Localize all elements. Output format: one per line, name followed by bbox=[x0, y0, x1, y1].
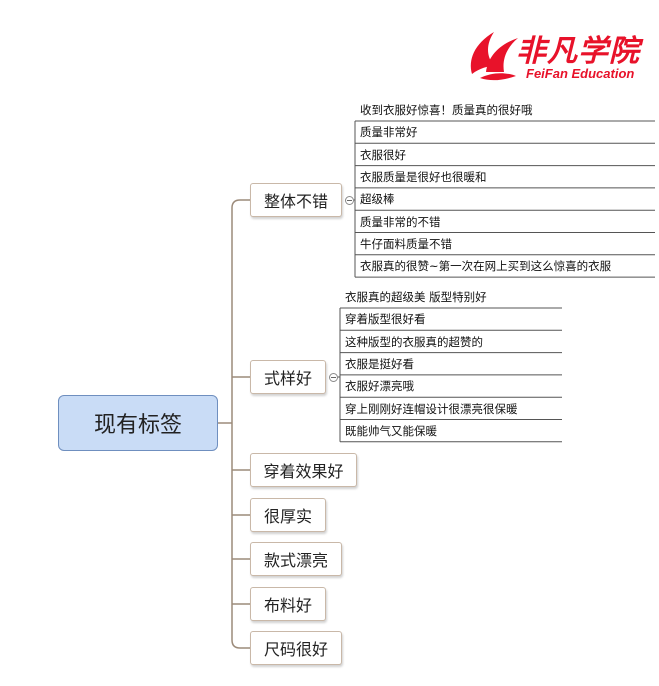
branch-topic-label: 尺码很好 bbox=[263, 640, 328, 659]
leaf-topic[interactable]: 衣服好漂亮哦 bbox=[345, 379, 414, 394]
leaf-topic[interactable]: 衣服质量是很好也很暖和 bbox=[360, 169, 487, 184]
branch-topic[interactable]: 布料好 bbox=[250, 587, 326, 621]
leaf-topic[interactable]: 穿着版型很好看 bbox=[345, 312, 426, 327]
branch-topic[interactable]: 穿着效果好 bbox=[250, 453, 357, 487]
logo-name-en: FeiFan Education bbox=[526, 66, 635, 81]
leaf-topic[interactable]: 超级棒 bbox=[360, 192, 395, 207]
branch-topic-label: 很厚实 bbox=[263, 507, 312, 526]
branch-topic[interactable]: 尺码很好 bbox=[250, 631, 342, 665]
leaf-topic[interactable]: 衣服很好 bbox=[360, 147, 406, 162]
leaf-topic[interactable]: 牛仔面料质量不错 bbox=[360, 236, 452, 251]
branch-topic[interactable]: 很厚实 bbox=[250, 498, 326, 532]
collapse-toggle-icon[interactable] bbox=[329, 373, 338, 382]
logo-name-cn: 非凡学院 bbox=[516, 34, 640, 69]
leaf-topic[interactable]: 衣服是挺好看 bbox=[345, 356, 414, 371]
leaf-topic[interactable]: 这种版型的衣服真的超赞的 bbox=[345, 334, 483, 349]
branch-connector bbox=[231, 639, 250, 649]
leaf-topic[interactable]: 质量非常好 bbox=[360, 125, 418, 140]
branch-connector bbox=[231, 199, 250, 209]
branch-topic[interactable]: 款式漂亮 bbox=[250, 542, 342, 576]
branch-topic-label: 款式漂亮 bbox=[263, 551, 328, 570]
branch-topic[interactable]: 整体不错 bbox=[250, 183, 342, 217]
feifan-logo: 非凡学院 FeiFan Education bbox=[466, 22, 656, 86]
branch-topic-label: 布料好 bbox=[263, 596, 312, 615]
leaf-topic[interactable]: 衣服真的超级美 版型特别好 bbox=[345, 290, 487, 304]
branch-topic-label: 穿着效果好 bbox=[263, 462, 344, 481]
leaf-topic[interactable]: 收到衣服好惊喜！质量真的很好哦 bbox=[360, 103, 533, 117]
leaf-topic[interactable]: 质量非常的不错 bbox=[360, 214, 441, 229]
leaf-topic[interactable]: 衣服真的很赞~第一次在网上买到这么惊喜的衣服 bbox=[360, 259, 612, 274]
root-topic-label: 现有标签 bbox=[93, 413, 182, 438]
branch-topic-label: 整体不错 bbox=[263, 192, 328, 211]
leaf-topic[interactable]: 既能帅气又能保暖 bbox=[345, 423, 437, 438]
root-topic[interactable]: 现有标签 bbox=[58, 395, 218, 451]
collapse-toggle-icon[interactable] bbox=[345, 196, 354, 205]
branch-topic[interactable]: 式样好 bbox=[250, 360, 326, 394]
leaf-topic[interactable]: 穿上刚刚好连帽设计很漂亮很保暖 bbox=[345, 401, 518, 416]
flame-logo-icon bbox=[470, 32, 518, 81]
branch-topic-label: 式样好 bbox=[263, 369, 312, 388]
